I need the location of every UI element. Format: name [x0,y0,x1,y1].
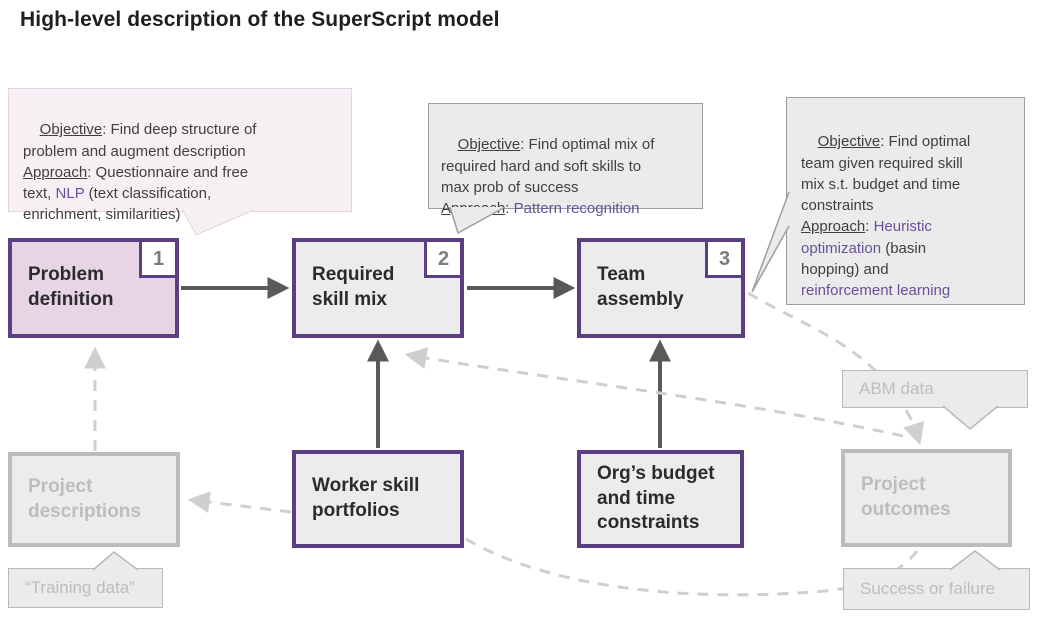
box-org-label: Org’s budget and time constraints [597,462,715,534]
tail-callout-team [751,191,790,293]
box-team-label: Team assembly [597,264,684,310]
box-team-assembly: Team assembly 3 [577,238,745,338]
callout-problem-definition: Objective: Find deep structure of proble… [8,88,352,223]
dashed-arrow-worker-to-descriptions [187,491,292,514]
tail-abm-data [942,405,999,430]
tail-callout-problem [182,209,255,236]
step-badge-2: 2 [424,242,460,278]
callout-skill-text: Objective: Find optimal mix of required … [441,136,655,218]
step-badge-3: 3 [705,242,741,278]
box-org-budget-constraints: Org’s budget and time constraints [577,450,744,548]
step-badge-1: 1 [139,242,175,278]
box-project-outcomes: Project outcomes [841,449,1012,547]
box-project-descriptions: Project descriptions [8,452,180,547]
box-problem-label: Problem definition [28,264,114,310]
callout-problem-text: Objective: Find deep structure of proble… [23,121,257,224]
label-abm-data: ABM data [842,370,1028,408]
callout-team-text: Objective: Find optimal team given requi… [801,133,971,300]
training-data-text: “Training data” [25,578,135,597]
box-skill-label: Required skill mix [312,264,395,310]
abm-data-text: ABM data [859,379,934,398]
success-or-failure-text: Success or failure [860,579,996,598]
callout-team-assembly: Objective: Find optimal team given requi… [786,97,1025,305]
label-training-data: “Training data” [8,568,163,608]
dashed-arrow-team-to-outcomes [747,291,925,446]
callout-required-skill-mix: Objective: Find optimal mix of required … [428,103,703,217]
box-problem-definition: Problem definition 1 [8,238,179,338]
dashed-arrow-outcomes-to-skill [404,347,904,438]
label-success-or-failure: Success or failure [843,568,1030,610]
box-required-skill-mix: Required skill mix 2 [292,238,464,338]
box-outcomes-label: Project outcomes [861,474,951,520]
box-worker-label: Worker skill portfolios [312,475,420,521]
box-worker-skill-portfolios: Worker skill portfolios [292,450,464,548]
page-title: High-level description of the SuperScrip… [20,8,500,31]
box-descriptions-label: Project descriptions [28,475,141,522]
